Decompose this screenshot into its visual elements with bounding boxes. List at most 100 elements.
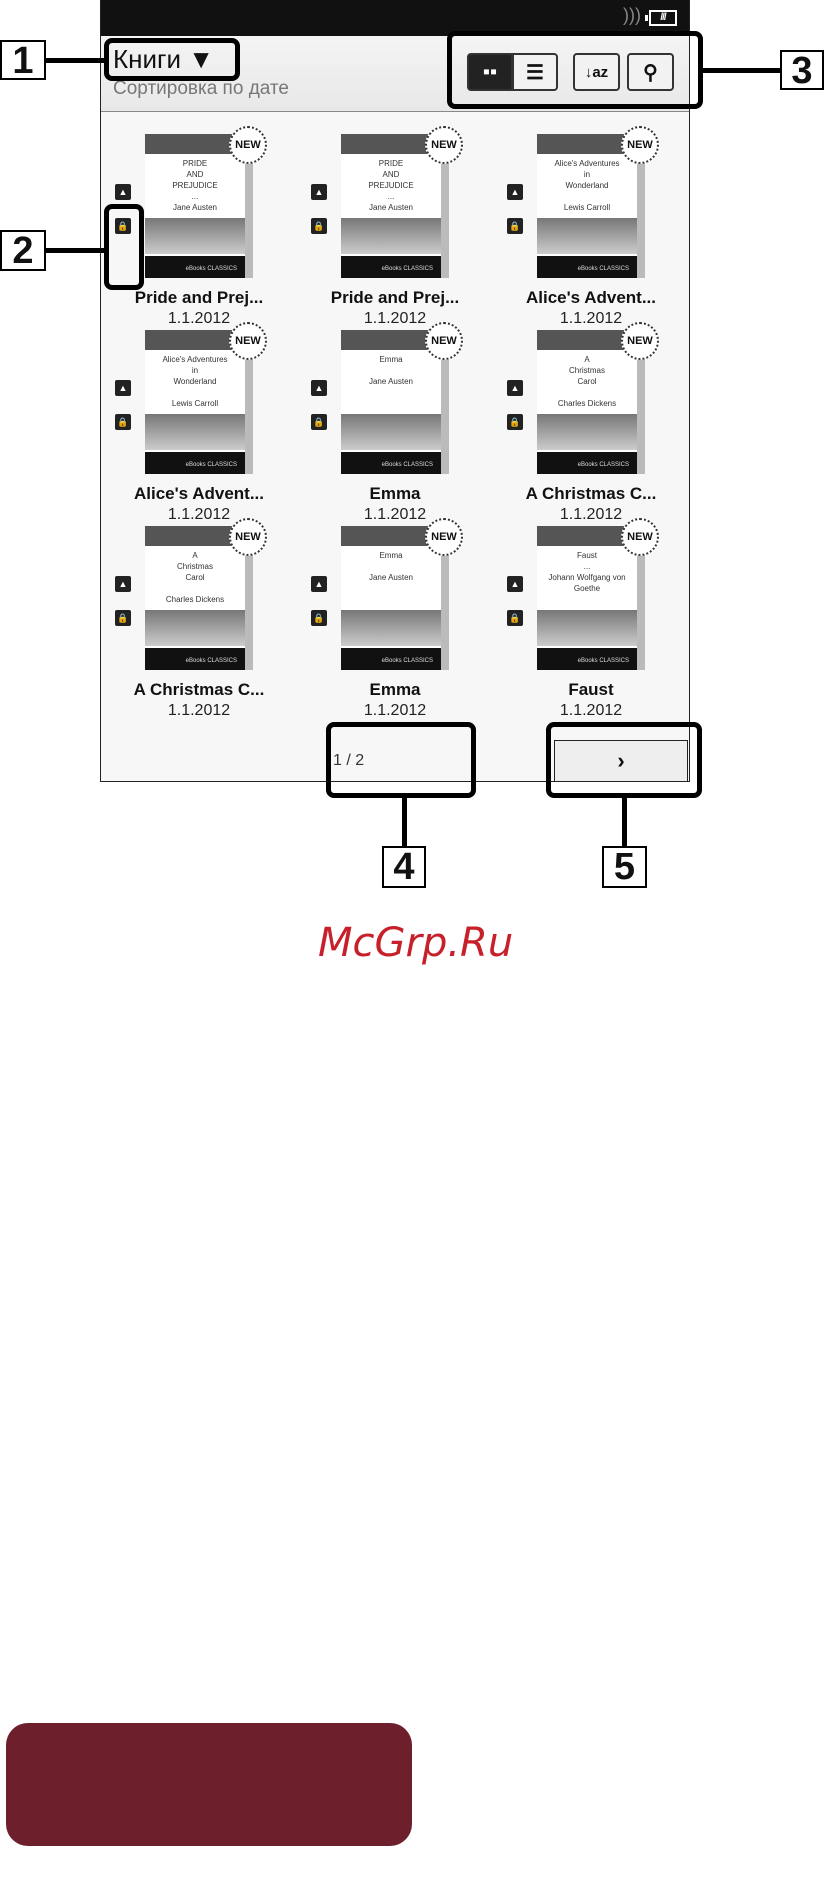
book-cover: Alice's Adventures in Wonderland Lewis C…	[145, 330, 253, 474]
cover-text: Emma Jane Austen	[368, 355, 414, 386]
lock-icon: 🔒	[311, 414, 327, 430]
callout-box-2	[104, 204, 144, 290]
book-title: Alice's Advent...	[525, 288, 656, 307]
sort-button[interactable]: ↓az	[573, 53, 620, 91]
book-date: 1.1.2012	[167, 506, 231, 523]
lock-icon: 🔒	[311, 218, 327, 234]
battery-icon: ///	[645, 10, 677, 26]
cover-text: A Christmas Carol Charles Dickens	[165, 551, 225, 604]
lock-icon: 🔒	[507, 218, 523, 234]
document-icon: ▲	[311, 380, 327, 396]
cover-text: PRIDE AND PREJUDICE ... Jane Austen	[172, 159, 218, 212]
book-title: A Christmas C...	[133, 680, 265, 699]
cover-text: Faust ... Johann Wolfgang von Goethe	[548, 551, 626, 593]
cover-text: A Christmas Carol Charles Dickens	[557, 355, 617, 408]
callout-label-4: 4	[382, 846, 426, 888]
book-item[interactable]: PRIDE AND PREJUDICE ... Jane Austen eBook…	[311, 126, 497, 330]
callout-label-5: 5	[602, 846, 647, 888]
cover-series: eBooks CLASSICS	[341, 648, 441, 670]
wifi-icon: )))	[623, 5, 641, 25]
sort-az-icon: ↓az	[584, 63, 609, 81]
list-view-button[interactable]: ☰	[512, 53, 558, 91]
new-badge: NEW	[425, 322, 463, 360]
callout-box-5	[546, 722, 702, 798]
callout-line-4	[402, 797, 407, 847]
book-item[interactable]: Alice's Adventures in Wonderland Lewis C…	[507, 126, 693, 330]
callout-label-2: 2	[0, 230, 46, 271]
book-title: Emma	[369, 484, 421, 503]
cover-series: eBooks CLASSICS	[537, 648, 637, 670]
document-icon: ▲	[115, 380, 131, 396]
cover-series: eBooks CLASSICS	[145, 648, 245, 670]
document-icon: ▲	[115, 576, 131, 592]
book-item[interactable]: A Christmas Carol Charles Dickens eBooks …	[115, 518, 301, 722]
book-date: 1.1.2012	[363, 310, 427, 327]
lock-icon: 🔒	[507, 414, 523, 430]
book-item[interactable]: PRIDE AND PREJUDICE ... Jane Austen eBook…	[115, 126, 301, 330]
cover-series: eBooks CLASSICS	[341, 452, 441, 474]
book-date: 1.1.2012	[559, 702, 623, 719]
cover-series: eBooks CLASSICS	[537, 256, 637, 278]
search-button[interactable]: ⚲	[627, 53, 674, 91]
book-date: 1.1.2012	[167, 702, 231, 719]
document-icon: ▲	[507, 380, 523, 396]
book-date: 1.1.2012	[559, 506, 623, 523]
new-badge: NEW	[229, 126, 267, 164]
new-badge: NEW	[425, 518, 463, 556]
book-item[interactable]: Faust ... Johann Wolfgang von Goethe eBoo…	[507, 518, 693, 722]
new-badge: NEW	[229, 322, 267, 360]
new-badge: NEW	[425, 126, 463, 164]
book-title: Alice's Advent...	[133, 484, 264, 503]
status-bar: ))) ///	[101, 0, 689, 36]
new-badge: NEW	[621, 518, 659, 556]
book-title: Faust	[568, 680, 614, 699]
document-icon: ▲	[311, 576, 327, 592]
book-date: 1.1.2012	[363, 506, 427, 523]
document-icon: ▲	[115, 184, 131, 200]
footer-block	[6, 1723, 412, 1846]
next-page-button[interactable]: ›	[554, 740, 688, 782]
sort-label: Сортировка по дате	[113, 78, 289, 99]
new-badge: NEW	[621, 126, 659, 164]
watermark: McGrp.Ru	[318, 920, 514, 966]
book-title: A Christmas C...	[525, 484, 657, 503]
callout-box-3	[447, 31, 703, 109]
lock-icon: 🔒	[311, 610, 327, 626]
book-title: Emma	[369, 680, 421, 699]
lock-icon: 🔒	[115, 414, 131, 430]
book-date: 1.1.2012	[559, 310, 623, 327]
callout-label-3: 3	[780, 50, 824, 90]
cover-text: PRIDE AND PREJUDICE ... Jane Austen	[368, 159, 414, 212]
callout-line-1	[46, 58, 106, 63]
document-icon: ▲	[507, 184, 523, 200]
book-title: Pride and Prej...	[134, 288, 264, 307]
cover-text: Alice's Adventures in Wonderland Lewis C…	[162, 355, 228, 408]
book-date: 1.1.2012	[167, 310, 231, 327]
collection-dropdown[interactable]: Книги ▼	[113, 44, 214, 74]
callout-box-4	[326, 722, 476, 798]
device-screen: ))) /// Книги ▼ Сортировка по дате ▪▪ ☰ …	[100, 0, 690, 782]
new-badge: NEW	[229, 518, 267, 556]
cover-text: Alice's Adventures in Wonderland Lewis C…	[554, 159, 620, 212]
callout-label-1: 1	[0, 40, 46, 80]
book-date: 1.1.2012	[363, 702, 427, 719]
cover-series: eBooks CLASSICS	[145, 452, 245, 474]
cover-text: Emma Jane Austen	[368, 551, 414, 582]
search-icon: ⚲	[643, 61, 658, 84]
callout-box-1	[104, 38, 240, 81]
book-cover: Emma Jane Austen eBooks CLASSICS	[341, 526, 449, 670]
lock-icon: 🔒	[115, 218, 131, 234]
callout-line-5	[622, 797, 627, 847]
document-icon: ▲	[311, 184, 327, 200]
new-badge: NEW	[621, 322, 659, 360]
book-cover: Alice's Adventures in Wonderland Lewis C…	[537, 134, 645, 278]
book-item[interactable]: Alice's Adventures in Wonderland Lewis C…	[115, 322, 301, 526]
grid-icon: ▪▪	[482, 60, 498, 83]
lock-icon: 🔒	[115, 610, 131, 626]
cover-series: eBooks CLASSICS	[145, 256, 245, 278]
cover-series: eBooks CLASSICS	[341, 256, 441, 278]
